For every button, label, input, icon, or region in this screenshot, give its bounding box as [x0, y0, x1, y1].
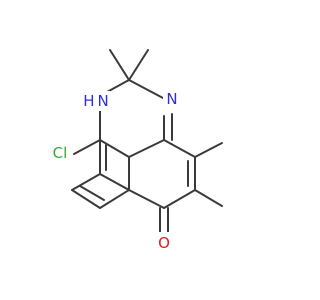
cl-label-bg — [47, 143, 73, 163]
bond-c4-methyl — [194, 142, 223, 158]
bond-c9-cl — [73, 139, 101, 155]
bond-c2-methyl-left — [109, 49, 130, 81]
bond-c8a-c9a — [99, 139, 130, 158]
bond-c6a-c7 — [99, 189, 130, 209]
molecule-structure: H N N Cl O — [47, 49, 223, 254]
o-label-bg — [155, 232, 173, 254]
bond-c9a-c3a — [128, 139, 165, 158]
n-label-bg — [163, 89, 181, 109]
bond-c5-c6 — [163, 189, 196, 209]
atom-labels: H N N Cl O — [47, 89, 181, 254]
nh-label-bg — [82, 91, 110, 111]
bond-c3a-c4 — [163, 139, 196, 158]
atom-o-label: O — [158, 234, 170, 252]
bond-c5-methyl — [194, 189, 223, 207]
bond-c6-c6a — [128, 189, 165, 209]
bond-c7-c8-double — [79, 185, 105, 201]
bond-c2-n — [128, 79, 164, 99]
bond-ring-bottom-left — [71, 173, 101, 191]
atom-n-label: N — [166, 90, 177, 108]
atom-nh-label: H N — [83, 92, 109, 110]
bond-c2-methyl-right — [128, 49, 149, 81]
atom-cl-label: Cl — [53, 144, 68, 162]
bond-c9-c8 — [99, 173, 130, 191]
bond-c7-c8 — [71, 189, 101, 209]
bond-nh-c2 — [106, 79, 130, 93]
bonds — [71, 49, 223, 233]
molecule-canvas: H N N Cl O — [47, 49, 223, 254]
